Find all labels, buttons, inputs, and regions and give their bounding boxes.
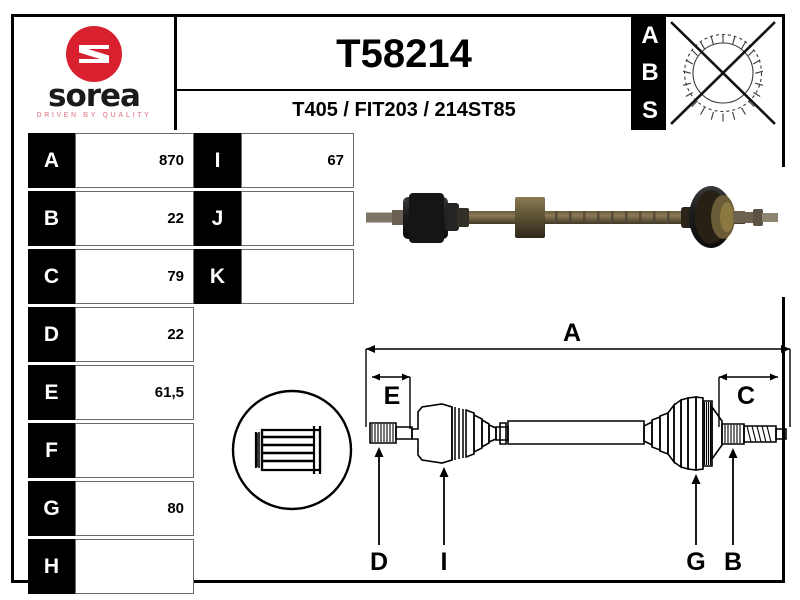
dimension-value-f (75, 423, 194, 478)
table-row: G 80 (28, 481, 194, 539)
abs-label: A B S (634, 17, 666, 130)
callout-label-i: I (441, 548, 448, 576)
drawing-frame: sorea DRIVEN BY QUALITY T58214 T405 / FI… (11, 14, 795, 594)
header-band: sorea DRIVEN BY QUALITY T58214 T405 / FI… (14, 17, 782, 130)
dimension-value-j (241, 191, 354, 246)
callout-label-b: B (724, 548, 742, 576)
table-row: D 22 (28, 307, 194, 365)
dimension-key-a: A (28, 133, 75, 188)
table-row: I 67 (194, 133, 354, 191)
dimension-key-f: F (28, 423, 75, 478)
table-row: F (28, 423, 194, 481)
brand-logo-cell: sorea DRIVEN BY QUALITY (14, 17, 177, 130)
dimension-value-e: 61,5 (75, 365, 194, 420)
dimension-value-c: 79 (75, 249, 194, 304)
dimension-label-c: C (737, 382, 755, 410)
dimension-table-right: I 67 J K (194, 133, 354, 307)
title-cell: T58214 T405 / FIT203 / 214ST85 (177, 17, 634, 130)
abs-ring-crossed-out-icon (670, 21, 776, 125)
callout-label-d: D (370, 548, 388, 576)
dimension-key-d: D (28, 307, 75, 362)
dimension-value-d: 22 (75, 307, 194, 362)
abs-letter-b: B (641, 59, 659, 87)
dimension-key-b: B (28, 191, 75, 246)
page-subtitle: T405 / FIT203 / 214ST85 (292, 99, 516, 121)
dimension-key-h: H (28, 539, 75, 594)
drive-shaft-photo (359, 167, 795, 297)
table-row: B 22 (28, 191, 194, 249)
table-row: J (194, 191, 354, 249)
dimension-table-left: A 870 B 22 C 79 D 22 E 61,5 F (28, 133, 194, 597)
callout-label-g: G (686, 548, 705, 576)
dimension-value-b: 22 (75, 191, 194, 246)
brand-wordmark: sorea (48, 78, 141, 114)
dimension-key-e: E (28, 365, 75, 420)
table-row: A 870 (28, 133, 194, 191)
dimension-key-c: C (28, 249, 75, 304)
table-row: C 79 (28, 249, 194, 307)
dimension-value-i: 67 (241, 133, 354, 188)
page-title: T58214 (177, 17, 631, 91)
dimension-value-h (75, 539, 194, 594)
dimension-key-g: G (28, 481, 75, 536)
sorea-emblem-icon (66, 26, 122, 82)
table-row: E 61,5 (28, 365, 194, 423)
dimension-value-g: 80 (75, 481, 194, 536)
table-row: K (194, 249, 354, 307)
dimension-value-k (241, 249, 354, 304)
dimension-key-i: I (194, 133, 241, 188)
dimension-value-a: 870 (75, 133, 194, 188)
sorea-logo-icon (66, 26, 122, 82)
table-row: H (28, 539, 194, 597)
dimension-key-k: K (194, 249, 241, 304)
spline-detail-inset (230, 388, 354, 512)
technical-drawing: A E C D I G B (356, 317, 800, 597)
dimension-label-e: E (384, 382, 401, 410)
abs-letter-s: S (641, 97, 658, 125)
abs-letter-a: A (641, 21, 659, 49)
dimension-label-a: A (563, 319, 581, 347)
brand-tagline: DRIVEN BY QUALITY (36, 112, 152, 119)
dimension-key-j: J (194, 191, 241, 246)
abs-indicator-cell: A B S (634, 17, 782, 130)
